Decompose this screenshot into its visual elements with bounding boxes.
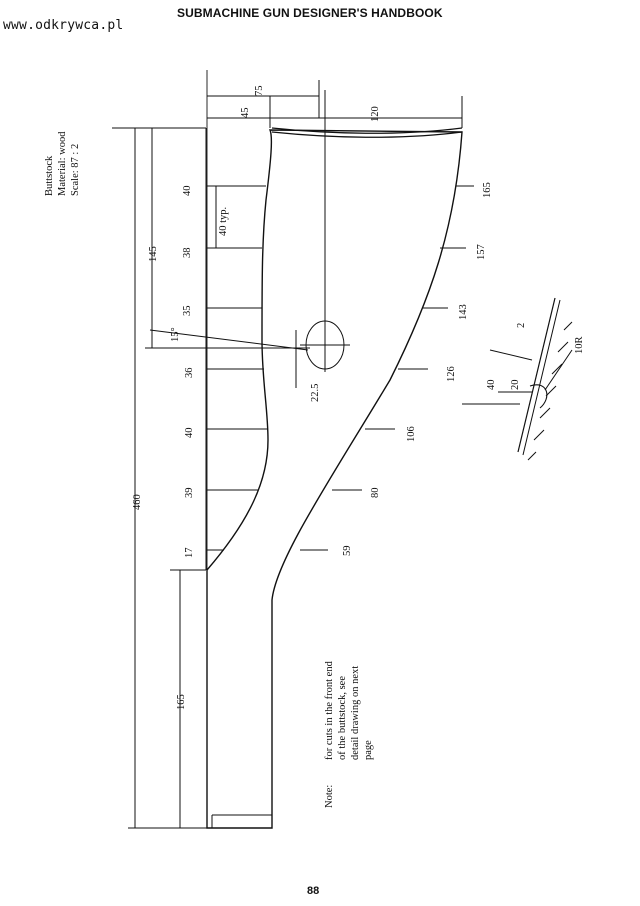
dim-75: 75 bbox=[254, 86, 265, 97]
width-36: 36 bbox=[184, 368, 195, 379]
width-35: 35 bbox=[182, 306, 193, 317]
page-header: SUBMACHINE GUN DESIGNER'S HANDBOOK bbox=[177, 6, 443, 20]
width-80: 80 bbox=[370, 488, 381, 499]
dim-145: 145 bbox=[148, 246, 159, 262]
dim-460: 460 bbox=[132, 494, 143, 510]
title-line-1: Buttstock bbox=[44, 155, 55, 196]
dim-165-grip: 165 bbox=[176, 694, 187, 710]
width-17: 17 bbox=[184, 548, 195, 559]
detail-r-leader bbox=[544, 349, 573, 391]
width-126: 126 bbox=[446, 366, 457, 382]
butt-plate bbox=[271, 127, 463, 138]
watermark-url: www.odkrywca.pl bbox=[3, 18, 124, 33]
page-number: 88 bbox=[307, 885, 320, 897]
width-39: 39 bbox=[184, 488, 195, 499]
width-40-a: 40 bbox=[182, 186, 193, 197]
dim-120: 120 bbox=[370, 106, 381, 122]
typ-label: 40 typ. bbox=[218, 207, 229, 236]
title-line-3: Scale: 87 : 2 bbox=[70, 144, 81, 196]
detail-20: 20 bbox=[510, 380, 521, 391]
detail-surface bbox=[517, 297, 556, 453]
width-165: 165 bbox=[482, 182, 493, 198]
angle-label: 15° bbox=[170, 327, 181, 342]
detail-surface-2 bbox=[522, 299, 561, 456]
hole-label: 22.5 bbox=[310, 384, 321, 402]
note-line-4: page bbox=[363, 740, 374, 760]
note-line-3: detail drawing on next bbox=[350, 666, 361, 760]
detail-2: 2 bbox=[516, 323, 527, 328]
detail-10r: 10R bbox=[574, 336, 585, 354]
width-106: 106 bbox=[406, 426, 417, 442]
stock-grip-end bbox=[211, 814, 273, 828]
width-59: 59 bbox=[342, 546, 353, 557]
width-143: 143 bbox=[458, 304, 469, 320]
note-label: Note: bbox=[324, 785, 335, 808]
detail-40: 40 bbox=[486, 380, 497, 391]
detail-hatch bbox=[527, 321, 573, 461]
stock-outline bbox=[206, 129, 463, 829]
note-line-1: for cuts in the front end bbox=[324, 660, 335, 760]
width-157: 157 bbox=[476, 244, 487, 260]
dim-45: 45 bbox=[240, 108, 251, 119]
detail-ext bbox=[489, 349, 533, 361]
angle-line bbox=[149, 329, 309, 351]
width-40-b: 40 bbox=[184, 428, 195, 439]
detail-cut bbox=[529, 384, 548, 409]
width-38: 38 bbox=[182, 248, 193, 259]
note-line-2: of the buttstock, see bbox=[337, 676, 348, 760]
title-line-2: Material: wood bbox=[57, 131, 68, 196]
